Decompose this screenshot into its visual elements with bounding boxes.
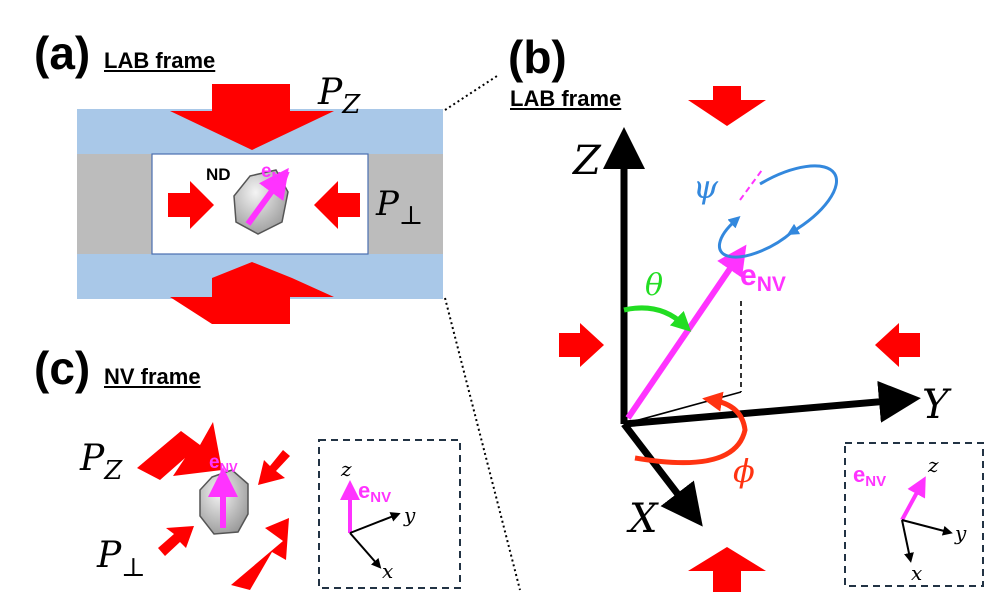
env-label-c: eNV: [209, 452, 238, 475]
pz-label-a: PZ: [317, 72, 361, 120]
pressure-arrow-c-pz-bottom: [231, 518, 289, 590]
panel-b-label: (b): [508, 31, 567, 83]
phi-label: ϕ: [733, 452, 755, 490]
nv-vector-b: [625, 244, 747, 420]
pressure-arrow-b-bottom: [688, 547, 766, 592]
pperp-label-c: P⊥: [96, 535, 146, 583]
gasket-right: [368, 154, 443, 254]
panel-b-frame-label: LAB frame: [510, 86, 622, 111]
inset-c-y-label: y: [403, 503, 416, 527]
inset-c-x-axis: [349, 532, 382, 569]
nd-label: ND: [206, 165, 231, 184]
axis-X: [621, 421, 703, 527]
pz-label-c: PZ: [79, 438, 123, 486]
inset-b-nv-arrow: [900, 476, 926, 521]
axis-Y-label: Y: [922, 382, 952, 428]
pressure-arrow-b-left: [559, 323, 604, 367]
pressure-arrow-c-pperp-left: [158, 526, 194, 556]
zoom-line-bottom: [444, 297, 521, 591]
inset-b-x-label: x: [911, 561, 922, 585]
inset-c-y-axis: [349, 512, 401, 534]
axis-X-label: X: [626, 496, 659, 542]
inset-b-y-label: y: [954, 521, 967, 545]
gasket-left: [77, 154, 152, 254]
theta-arc: [623, 305, 692, 332]
inset-b-x-axis: [901, 519, 914, 563]
panel-a-cell: ND eNV PZ P⊥: [77, 72, 521, 591]
panel-a-frame-label: LAB frame: [104, 48, 216, 73]
nv-frame-inset-b: [844, 442, 984, 587]
panel-b-coordinate-system: Z Y X ψ θ ϕ eNV eNV z y x: [559, 86, 984, 592]
axis-Y: [623, 380, 921, 428]
zoom-line-top: [444, 75, 498, 111]
axis-Z-label: Z: [571, 138, 602, 184]
pressure-arrow-b-right: [875, 323, 920, 367]
panel-a-label: (a): [34, 27, 91, 79]
panel-c-frame-label: NV frame: [104, 364, 201, 389]
pressure-arrow-right: [314, 181, 360, 229]
inset-c-z-label: z: [340, 457, 352, 481]
psi-rotation: [759, 164, 838, 236]
pressure-arrow-left: [168, 181, 214, 229]
pressure-arrow-b-top: [688, 86, 766, 126]
nv-frame-inset-c: [318, 439, 461, 589]
theta-label: θ: [645, 268, 663, 303]
pressure-arrow-c-pperp-right: [258, 450, 290, 485]
inset-c-env-label: eNV: [358, 478, 391, 506]
pressure-arrow-top: [170, 84, 334, 150]
psi-label: ψ: [693, 168, 719, 206]
inset-b-z-label: z: [927, 453, 939, 477]
inset-b-env-label: eNV: [853, 462, 886, 490]
env-label-b: eNV: [740, 259, 786, 296]
nv-dashed-extension: [739, 169, 763, 201]
phi-arc: [634, 391, 748, 466]
pperp-label-a: P⊥: [375, 184, 423, 231]
env-label-a: eNV: [261, 161, 290, 184]
inset-c-x-label: x: [382, 559, 393, 583]
inset-b-y-axis: [901, 519, 953, 536]
panel-c-label: (c): [34, 342, 91, 394]
nv-vector-a: [245, 167, 289, 226]
pressure-arrow-bottom: [170, 262, 334, 324]
psi-rotation-back: [717, 216, 793, 259]
panel-c-nv-frame: eNV PZ P⊥ z eNV y x: [79, 422, 461, 590]
pressure-arrow-c-pz-top: [137, 422, 222, 480]
